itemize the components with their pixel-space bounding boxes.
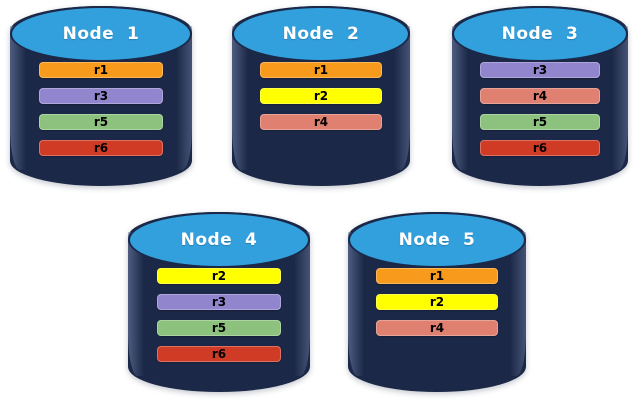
cylinder-top-ellipse: Node 5 bbox=[348, 212, 526, 268]
replica-list: r1 r3 r5 r6 bbox=[10, 62, 192, 166]
node-label: Node 1 bbox=[62, 24, 140, 44]
replica-label: r4 bbox=[429, 321, 445, 335]
replica-label: r6 bbox=[532, 141, 548, 155]
replica-bar-r5[interactable]: r5 bbox=[39, 114, 163, 130]
replica-label: r1 bbox=[93, 63, 109, 77]
replica-label: r3 bbox=[211, 295, 227, 309]
replica-list: r1 r2 r4 bbox=[348, 268, 526, 346]
replica-bar-r6[interactable]: r6 bbox=[39, 140, 163, 156]
replica-bar-r3[interactable]: r3 bbox=[39, 88, 163, 104]
replica-label: r5 bbox=[211, 321, 227, 335]
replica-bar-r2[interactable]: r2 bbox=[157, 268, 281, 284]
replica-bar-r1[interactable]: r1 bbox=[376, 268, 498, 284]
database-node-4[interactable]: Node 4 r2 r3 r5 r6 bbox=[128, 212, 310, 392]
replica-bar-r5[interactable]: r5 bbox=[480, 114, 600, 130]
replica-bar-r2[interactable]: r2 bbox=[376, 294, 498, 310]
replica-bar-r6[interactable]: r6 bbox=[480, 140, 600, 156]
replica-bar-r4[interactable]: r4 bbox=[376, 320, 498, 336]
cylinder-top-ellipse: Node 4 bbox=[128, 212, 310, 268]
replica-label: r4 bbox=[532, 89, 548, 103]
replica-bar-r1[interactable]: r1 bbox=[260, 62, 382, 78]
node-label: Node 3 bbox=[501, 24, 579, 44]
replica-label: r6 bbox=[211, 347, 227, 361]
replica-label: r6 bbox=[93, 141, 109, 155]
node-label: Node 4 bbox=[180, 230, 258, 250]
replica-list: r2 r3 r5 r6 bbox=[128, 268, 310, 372]
replica-list: r3 r4 r5 r6 bbox=[452, 62, 628, 166]
node-label: Node 5 bbox=[398, 230, 476, 250]
replica-list: r1 r2 r4 bbox=[232, 62, 410, 140]
replica-label: r3 bbox=[93, 89, 109, 103]
cylinder-top-ellipse: Node 3 bbox=[452, 6, 628, 62]
replica-label: r5 bbox=[532, 115, 548, 129]
replica-label: r1 bbox=[313, 63, 329, 77]
database-node-1[interactable]: Node 1 r1 r3 r5 r6 bbox=[10, 6, 192, 186]
cylinder-top-ellipse: Node 2 bbox=[232, 6, 410, 62]
replica-label: r2 bbox=[313, 89, 329, 103]
database-node-5[interactable]: Node 5 r1 r2 r4 bbox=[348, 212, 526, 392]
replica-label: r4 bbox=[313, 115, 329, 129]
replica-bar-r1[interactable]: r1 bbox=[39, 62, 163, 78]
replica-label: r2 bbox=[211, 269, 227, 283]
database-node-2[interactable]: Node 2 r1 r2 r4 bbox=[232, 6, 410, 186]
replica-label: r3 bbox=[532, 63, 548, 77]
replica-bar-r2[interactable]: r2 bbox=[260, 88, 382, 104]
replica-label: r2 bbox=[429, 295, 445, 309]
replica-label: r1 bbox=[429, 269, 445, 283]
replica-bar-r4[interactable]: r4 bbox=[260, 114, 382, 130]
replica-bar-r4[interactable]: r4 bbox=[480, 88, 600, 104]
replica-bar-r3[interactable]: r3 bbox=[480, 62, 600, 78]
replica-bar-r5[interactable]: r5 bbox=[157, 320, 281, 336]
cylinder-top-ellipse: Node 1 bbox=[10, 6, 192, 62]
replica-label: r5 bbox=[93, 115, 109, 129]
replica-bar-r3[interactable]: r3 bbox=[157, 294, 281, 310]
node-label: Node 2 bbox=[282, 24, 360, 44]
replica-bar-r6[interactable]: r6 bbox=[157, 346, 281, 362]
database-node-3[interactable]: Node 3 r3 r4 r5 r6 bbox=[452, 6, 628, 186]
